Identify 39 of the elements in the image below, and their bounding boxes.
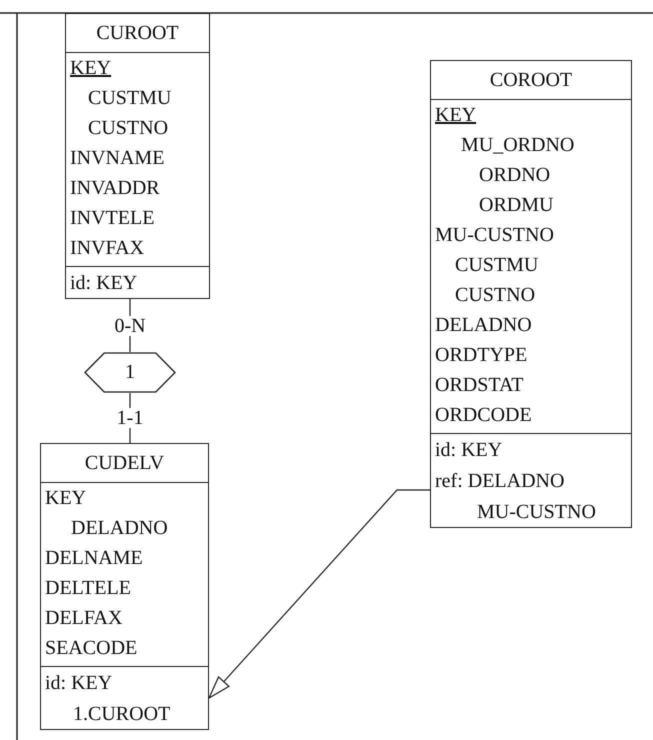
attribute-name: INVADDR xyxy=(69,176,161,201)
attribute-name: ORDSTAT xyxy=(434,373,524,398)
attribute-name: INVTELE xyxy=(69,206,156,231)
attribute-name: INVFAX xyxy=(66,233,209,267)
identifier-text: ref: DELADNO xyxy=(434,469,566,494)
attribute-name: KEY xyxy=(69,56,112,81)
identifier-text: MU-CUSTNO xyxy=(476,500,597,525)
attribute-name: MU_ORDNO xyxy=(460,133,576,158)
identifier-text: id: KEY xyxy=(69,271,138,296)
attribute-name: CUSTMU xyxy=(454,253,540,278)
identifier-text: 1.CUROOT xyxy=(72,702,172,727)
attribute-name: DELNAME xyxy=(44,546,144,571)
entity-name: COROOT xyxy=(431,61,631,100)
attribute-name: KEY xyxy=(44,486,88,511)
attribute-name: CUSTNO xyxy=(454,283,536,308)
relationship-name: 1 xyxy=(125,361,135,384)
attribute-name: ORDNO xyxy=(478,163,552,188)
entity-box xyxy=(430,60,632,528)
entity-name: CUDELV xyxy=(41,444,208,483)
entity-box xyxy=(65,13,210,299)
attribute-name: ORDMU xyxy=(478,193,554,218)
entity-name: CUROOT xyxy=(66,14,209,53)
attribute-name: KEY xyxy=(434,103,478,128)
attribute-name: DELADNO xyxy=(434,313,533,338)
identifier-text: id: KEY xyxy=(434,438,504,463)
arrow xyxy=(208,489,430,699)
identifier-text: id: KEY xyxy=(44,671,114,696)
attribute-name: CUSTMU xyxy=(87,86,172,111)
attribute-name: ORDTYPE xyxy=(434,343,528,368)
attribute-name: ORDCODE xyxy=(431,400,631,434)
attribute-name: DELADNO xyxy=(70,516,169,541)
cardinality-label: 0-N xyxy=(112,316,148,336)
attribute-name: MU-CUSTNO xyxy=(434,223,555,248)
attribute-name: SEACODE xyxy=(41,633,208,667)
entity-box xyxy=(40,443,209,730)
attribute-name: CUSTNO xyxy=(87,116,170,141)
attribute-name: INVNAME xyxy=(69,146,166,171)
attribute-name: DELFAX xyxy=(44,606,124,631)
attribute-name: DELTELE xyxy=(44,576,132,601)
